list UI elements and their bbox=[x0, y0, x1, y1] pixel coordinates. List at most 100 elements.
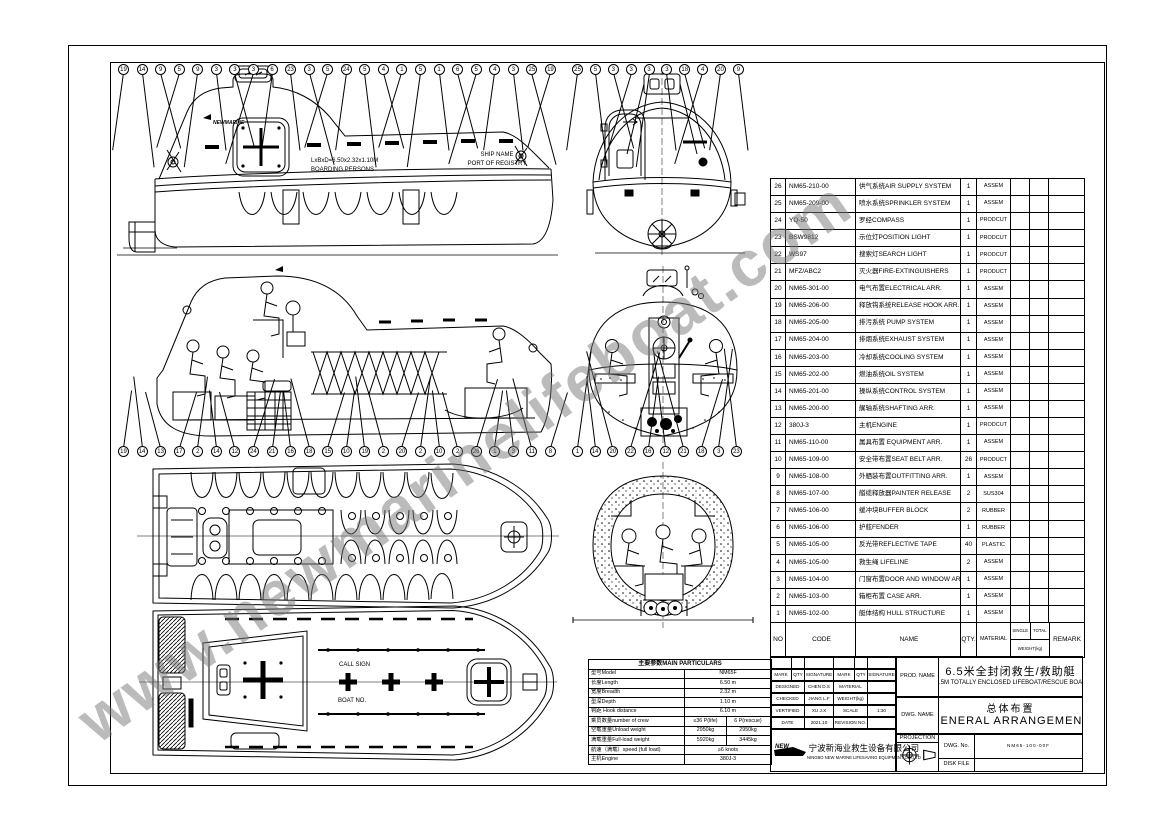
callout-number: 17 bbox=[173, 446, 185, 457]
callout-balloon: 3 bbox=[505, 390, 519, 457]
part-single-weight bbox=[1011, 315, 1030, 332]
part-no: 9 bbox=[771, 469, 786, 486]
part-name: 艇体结构 HULL STRUCTURE bbox=[856, 605, 961, 623]
part-single-weight bbox=[1011, 486, 1030, 503]
callout-number: 5 bbox=[415, 64, 426, 75]
part-code: NM65-202-00 bbox=[786, 366, 856, 383]
projection-symbol bbox=[899, 745, 936, 764]
particular-label: 航速（满载）speed (full load) bbox=[589, 745, 685, 755]
part-name: 艉轴系统SHAFTING ARR. bbox=[856, 401, 961, 418]
part-name: 排烟系统EXHAUST SYSTEM bbox=[856, 332, 961, 349]
callout-balloon: 3 bbox=[713, 348, 734, 457]
part-qty: 1 bbox=[961, 469, 977, 486]
header-qty: QTY. bbox=[961, 622, 977, 657]
part-material: ASSEM bbox=[977, 571, 1011, 588]
part-single-weight bbox=[1011, 230, 1030, 247]
callout-balloon: 14 bbox=[136, 64, 155, 168]
parts-table-row: 18 NM65-205-00 排污系统 PUMP SYSTEM 1 ASSEM bbox=[771, 315, 1084, 333]
part-remark bbox=[1049, 435, 1084, 451]
part-name: 安全带布置SEAT BELT ARR. bbox=[856, 452, 961, 469]
parts-table-row: 19 NM65-206-00 释放钩系统RELEASE HOOK ARR. 1 … bbox=[771, 298, 1084, 316]
parts-table-row: 26 NM65-210-00 供气系统AIR SUPPLY SYSTEM 1 A… bbox=[771, 179, 1084, 197]
part-code: NM65-204-00 bbox=[786, 332, 856, 349]
parts-table-row: 2 NM65-103-00 箱柜布置 CASE ARR. 1 ASSEM bbox=[771, 588, 1084, 606]
part-qty: 1 bbox=[961, 298, 977, 315]
callout-number: 25 bbox=[572, 64, 583, 75]
parts-table-row: 16 NM65-203-00 冷却系统COOLING SYSTEM 1 ASSE… bbox=[771, 349, 1084, 367]
part-remark bbox=[1049, 503, 1084, 519]
callout-balloon: 9 bbox=[184, 64, 204, 168]
callout-number: 21 bbox=[677, 446, 689, 457]
part-qty: 1 bbox=[961, 418, 977, 435]
particular-value: 2950kg bbox=[685, 726, 727, 736]
sig-label: SCALE bbox=[834, 706, 868, 716]
revision-cell bbox=[805, 657, 834, 668]
callout-balloon: 17 bbox=[173, 392, 197, 457]
header-weight-stack: SINGLE TOTAL WEIGHT(kg) bbox=[1011, 622, 1050, 657]
part-no: 1 bbox=[771, 605, 786, 623]
callout-balloon: 12 bbox=[653, 348, 672, 457]
parts-table-row: 9 NM65-108-00 外舾装布置OUTFITTING ARR. 1 ASS… bbox=[771, 469, 1084, 487]
sig-value: XU J.X bbox=[805, 706, 834, 716]
sig-value: JIANG L.F bbox=[805, 694, 834, 704]
part-single-weight bbox=[1011, 469, 1030, 486]
part-remark bbox=[1049, 213, 1084, 229]
parts-table-row: 6 NM65-106-00 护舷FENDER 1 RUBBER bbox=[771, 520, 1084, 538]
sig-label: MATERIAL bbox=[834, 682, 868, 692]
parts-table-row: 17 NM65-204-00 排烟系统EXHAUST SYSTEM 1 ASSE… bbox=[771, 332, 1084, 350]
part-name: 门窗布置DOOR AND WINDOW ARR. bbox=[856, 571, 961, 588]
part-single-weight bbox=[1011, 383, 1030, 401]
callout-balloon: 21 bbox=[657, 351, 689, 457]
particular-value: ≥6 knots bbox=[718, 746, 738, 753]
part-code: BSW9812 bbox=[786, 230, 856, 247]
callout-number: 3 bbox=[303, 64, 315, 75]
callout-number: 3 bbox=[713, 446, 725, 457]
parts-table-row: 21 MFZ/ABC2 灭火器FIRE-EXTINGUISHERS 1 PROD… bbox=[771, 264, 1084, 282]
part-material: PRODCUT bbox=[977, 247, 1011, 264]
callout-balloon: 19 bbox=[527, 64, 556, 148]
callout-number: 13 bbox=[155, 446, 167, 457]
part-material: PRODCUT bbox=[977, 213, 1011, 230]
callout-balloon: 12 bbox=[219, 391, 241, 457]
particular-label: 主机Engine bbox=[589, 755, 685, 765]
part-remark bbox=[1049, 333, 1084, 349]
part-remark bbox=[1049, 384, 1084, 400]
part-name: 反光带REFLECTIVE TAPE bbox=[856, 537, 961, 554]
part-no: 12 bbox=[771, 418, 786, 435]
disk-file-value bbox=[975, 759, 1082, 771]
header-total: TOTAL bbox=[1030, 623, 1049, 640]
parts-table-row: 10 NM65-109-00 安全带布置SEAT BELT ARR. 26 PR… bbox=[771, 452, 1084, 470]
part-qty: 1 bbox=[961, 332, 977, 349]
interior-plan-view bbox=[137, 463, 559, 609]
callout-number: 5 bbox=[470, 64, 482, 75]
part-total-weight bbox=[1030, 452, 1049, 469]
parts-table-row: 1 NM65-102-00 艇体结构 HULL STRUCTURE 1 ASSE… bbox=[771, 605, 1084, 624]
revision-cell bbox=[792, 657, 805, 668]
parts-table-row: 5 NM65-105-00 反光带REFLECTIVE TAPE 40 PLAS… bbox=[771, 537, 1084, 555]
callout-balloon: 18 bbox=[695, 378, 723, 457]
callout-number: 19 bbox=[359, 446, 371, 457]
part-material: PRODCUT bbox=[977, 418, 1011, 435]
part-qty: 1 bbox=[961, 571, 977, 588]
part-material: ASSEM bbox=[977, 383, 1011, 401]
header-code: CODE bbox=[786, 622, 856, 657]
callout-number: 14 bbox=[136, 446, 148, 457]
part-material: ASSEM bbox=[977, 588, 1011, 605]
callout-number: 6 bbox=[266, 64, 278, 75]
callout-balloon: 4 bbox=[483, 64, 501, 151]
part-no: 11 bbox=[771, 435, 786, 452]
callout-balloon: 19 bbox=[118, 390, 133, 457]
part-material: PRODCUT bbox=[977, 230, 1011, 247]
header-name: NAME bbox=[856, 622, 961, 657]
particular-value: 3445kg bbox=[739, 737, 757, 743]
side-profile-view: NEWMARINE LxBxD=6.50x2.32x1.10M BOARDING… bbox=[117, 65, 558, 256]
callout-number: 10 bbox=[433, 446, 445, 457]
part-material: ASSEM bbox=[977, 315, 1011, 332]
callout-balloon: 19 bbox=[112, 64, 129, 151]
dwg-name-row: DWG. NAME 总体布置 GENERAL ARRANGEMENT bbox=[896, 697, 1083, 734]
prod-name-en: 6.5M TOTALLY ENCLOSED LIFEBOAT/RESCUE BO… bbox=[939, 680, 1082, 686]
part-no: 18 bbox=[771, 315, 786, 332]
callout-number: 25 bbox=[526, 64, 538, 75]
part-total-weight bbox=[1030, 349, 1049, 366]
